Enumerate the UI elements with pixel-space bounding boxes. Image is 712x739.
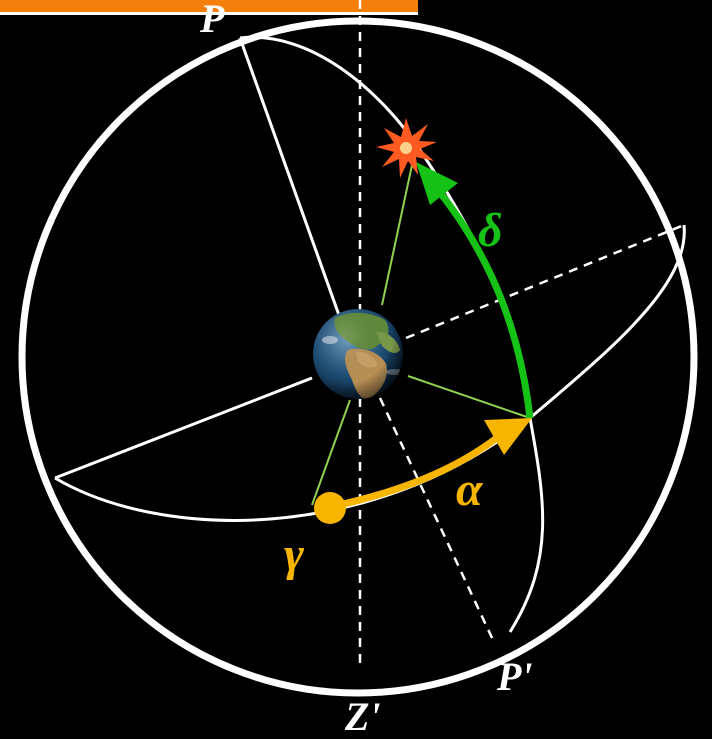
celestial-sphere-outline bbox=[18, 17, 698, 697]
right-ascension-arrowhead bbox=[484, 418, 532, 455]
title-banner-edge bbox=[0, 12, 418, 15]
guide-line-vernal-equinox bbox=[311, 399, 351, 506]
declination-label: δ bbox=[478, 204, 503, 257]
star-burst-icon bbox=[376, 118, 437, 178]
vernal-equinox-label: γ bbox=[284, 528, 304, 581]
declination-arc bbox=[435, 187, 534, 419]
title-banner bbox=[0, 0, 418, 14]
right-ascension-arc bbox=[329, 434, 501, 511]
nadir-label: Z' bbox=[344, 694, 381, 739]
vernal-equinox-point bbox=[314, 492, 346, 524]
polar-axis-upper bbox=[238, 37, 342, 319]
pole-north-label: P bbox=[199, 0, 225, 41]
guide-line-star bbox=[381, 164, 413, 306]
pole-south-label: P' bbox=[496, 654, 533, 699]
right-ascension-label: α bbox=[456, 463, 484, 516]
earth-globe-icon bbox=[313, 309, 403, 399]
polar-axis-lower bbox=[378, 397, 495, 641]
equator-back-right bbox=[405, 223, 685, 340]
equator-back-left bbox=[54, 376, 313, 480]
declination-arrowhead bbox=[416, 162, 458, 205]
guide-line-foot bbox=[407, 375, 531, 419]
